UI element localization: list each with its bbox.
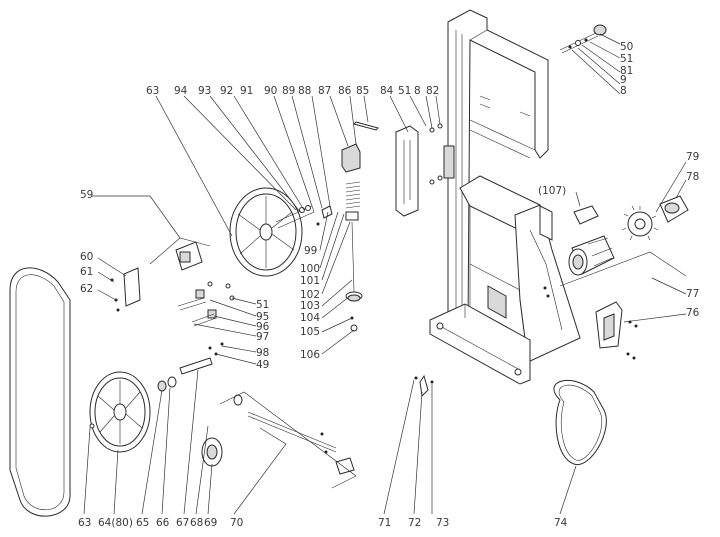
label-50: 50	[620, 41, 633, 53]
label-67: 67	[176, 517, 189, 529]
blade-tension-parts	[414, 374, 434, 398]
label-69: 69	[204, 517, 217, 529]
label-72: 72	[408, 517, 421, 529]
label-76: 76	[686, 307, 700, 319]
label-60: 60	[80, 251, 93, 263]
drive-belt	[553, 379, 607, 465]
label-51a: 51	[620, 53, 633, 65]
switch-box	[110, 241, 203, 312]
label-87: 87	[318, 85, 331, 97]
label-93: 93	[198, 85, 211, 97]
frame-column	[429, 9, 581, 385]
label-63b: 63	[78, 517, 91, 529]
wheel-shaft	[179, 342, 224, 375]
label-105: 105	[300, 326, 320, 338]
label-51c: 51	[256, 299, 269, 311]
label-61: 61	[80, 266, 93, 278]
label-82: 82	[426, 85, 439, 97]
leader-lines	[83, 33, 687, 515]
label-103: 103	[300, 300, 320, 312]
motor-assembly	[568, 195, 689, 276]
label-85: 85	[356, 85, 369, 97]
label-100: 100	[300, 263, 320, 275]
label-98: 98	[256, 347, 269, 359]
label-104: 104	[300, 312, 320, 324]
label-49: 49	[256, 359, 269, 371]
spring-part	[345, 181, 361, 221]
label-8b: 8	[414, 85, 421, 97]
label-97: 97	[256, 331, 269, 343]
label-8a: 8	[620, 85, 627, 97]
saw-blade-loop	[9, 267, 71, 517]
label-77: 77	[686, 288, 699, 300]
label-84: 84	[380, 85, 394, 97]
label-73: 73	[436, 517, 449, 529]
label-96: 96	[256, 321, 270, 333]
upper-guide-assembly	[316, 121, 379, 332]
hinge-plate	[395, 123, 443, 217]
label-89: 89	[282, 85, 295, 97]
label-78: 78	[686, 171, 699, 183]
label-101: 101	[300, 275, 320, 287]
label-107: (107)	[538, 185, 566, 197]
label-70: 70	[230, 517, 243, 529]
label-71: 71	[378, 517, 391, 529]
label-81: 81	[620, 65, 633, 77]
label-99: 99	[304, 245, 317, 257]
label-51b: 51	[398, 85, 411, 97]
lower-wheel	[89, 371, 177, 453]
label-62: 62	[80, 283, 93, 295]
guide-blocks	[177, 281, 235, 327]
part-labels: 50 51 81 9 8 63 94 93 92 91 90 89 88 87 …	[78, 41, 700, 529]
label-65: 65	[136, 517, 149, 529]
label-66: 66	[156, 517, 170, 529]
label-86: 86	[338, 85, 352, 97]
label-94: 94	[174, 85, 188, 97]
label-9: 9	[620, 74, 627, 86]
label-68: 68	[190, 517, 203, 529]
tension-knob-assembly	[559, 24, 607, 54]
label-59: 59	[80, 189, 93, 201]
label-74: 74	[554, 517, 568, 529]
label-64: 64(80)	[98, 517, 133, 529]
motor-bracket	[595, 301, 638, 360]
label-92: 92	[220, 85, 233, 97]
label-90: 90	[264, 85, 277, 97]
fan-gear	[621, 205, 659, 241]
label-63a: 63	[146, 85, 159, 97]
label-95: 95	[256, 311, 269, 323]
label-102: 102	[300, 289, 320, 301]
label-88: 88	[298, 85, 311, 97]
label-106: 106	[300, 349, 320, 361]
label-79: 79	[686, 151, 699, 163]
label-91: 91	[240, 85, 253, 97]
pulley-and-shaft	[201, 394, 355, 475]
